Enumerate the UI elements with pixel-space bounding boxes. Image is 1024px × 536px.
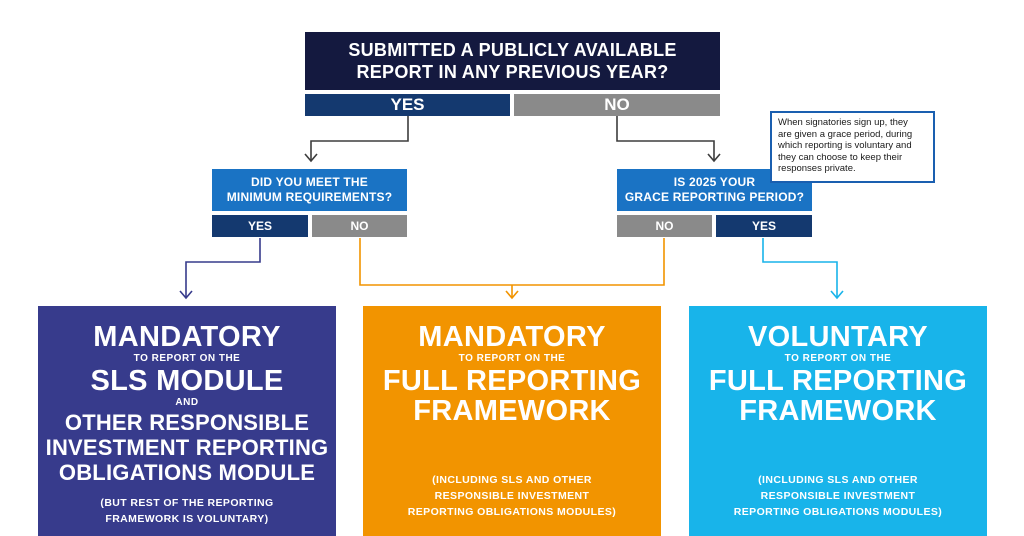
result-middle-framework1: FULL REPORTING (382, 365, 642, 397)
result-left-other3: OBLIGATIONS MODULE (58, 460, 316, 485)
min-req-no-answer: NO (312, 215, 407, 237)
result-full-voluntary: VOLUNTARY TO REPORT ON THE FULL REPORTIN… (689, 306, 987, 536)
result-right-foot2: RESPONSIBLE INVESTMENT (760, 490, 916, 502)
result-left-foot2: FRAMEWORK IS VOLUNTARY) (105, 513, 269, 525)
min-req-yes-answer: YES (212, 215, 308, 237)
grace-note-line2: are given a grace period, during (778, 128, 913, 140)
min-req-line1: DID YOU MEET THE (251, 175, 368, 189)
result-right-foot1: (INCLUDING SLS AND OTHER (758, 474, 918, 486)
result-left-title: MANDATORY (93, 321, 281, 353)
result-middle-title: MANDATORY (418, 321, 606, 353)
arrowhead-min-req (304, 153, 318, 163)
main-question-line2: REPORT IN ANY PREVIOUS YEAR? (356, 62, 669, 82)
connector-minreq-no-to-full (359, 238, 665, 286)
connector-yes-to-min-req (310, 116, 409, 160)
main-question-line1: SUBMITTED A PUBLICLY AVAILABLE (348, 40, 677, 60)
result-right-title: VOLUNTARY (748, 321, 928, 353)
result-left-other2: INVESTMENT REPORTING (45, 435, 329, 460)
main-yes-answer: YES (305, 94, 510, 116)
result-middle-foot3: REPORTING OBLIGATIONS MODULES) (407, 506, 617, 518)
main-no-answer: NO (514, 94, 720, 116)
arrowhead-full-mandatory (505, 290, 519, 300)
result-right-framework1: FULL REPORTING (708, 365, 968, 397)
result-middle-framework2: FRAMEWORK (413, 395, 611, 427)
result-right-framework2: FRAMEWORK (739, 395, 937, 427)
result-middle-foot1: (INCLUDING SLS AND OTHER (432, 474, 592, 486)
grace-no-answer: NO (617, 215, 712, 237)
result-left-sub: TO REPORT ON THE (133, 353, 241, 364)
grace-note-line3: which reporting is voluntary and (778, 140, 912, 151)
arrowhead-sls (179, 290, 193, 300)
grace-line1: IS 2025 YOUR (673, 175, 756, 189)
connector-no-to-grace (616, 116, 715, 160)
result-middle-foot2: RESPONSIBLE INVESTMENT (434, 490, 590, 502)
result-left-other1: OTHER RESPONSIBLE (64, 410, 310, 435)
connector-minreq-yes-to-sls (185, 238, 261, 297)
grace-note-line4: they can choose to keep their (778, 151, 903, 163)
main-question-box: SUBMITTED A PUBLICLY AVAILABLE REPORT IN… (305, 32, 720, 90)
result-left-module: SLS MODULE (90, 365, 284, 397)
grace-note-line5: responses private. (778, 163, 856, 174)
grace-period-note: When signatories sign up, they are given… (770, 111, 935, 183)
result-full-mandatory: MANDATORY TO REPORT ON THE FULL REPORTIN… (363, 306, 661, 536)
connector-grace-yes-to-voluntary (762, 238, 838, 297)
result-sls-mandatory: MANDATORY TO REPORT ON THE SLS MODULE AN… (38, 306, 336, 536)
min-requirements-question-box: DID YOU MEET THE MINIMUM REQUIREMENTS? (212, 169, 407, 211)
grace-line2: GRACE REPORTING PERIOD? (624, 190, 805, 204)
grace-note-line1: When signatories sign up, they (778, 117, 908, 128)
result-middle-sub: TO REPORT ON THE (458, 353, 566, 364)
arrowhead-voluntary (830, 290, 844, 300)
grace-yes-answer: YES (716, 215, 812, 237)
arrowhead-grace (707, 153, 721, 163)
min-req-line2: MINIMUM REQUIREMENTS? (226, 190, 393, 204)
result-left-foot1: (BUT REST OF THE REPORTING (100, 497, 274, 509)
result-left-and: AND (175, 397, 199, 408)
result-right-sub: TO REPORT ON THE (784, 353, 892, 364)
result-right-foot3: REPORTING OBLIGATIONS MODULES) (733, 506, 943, 518)
